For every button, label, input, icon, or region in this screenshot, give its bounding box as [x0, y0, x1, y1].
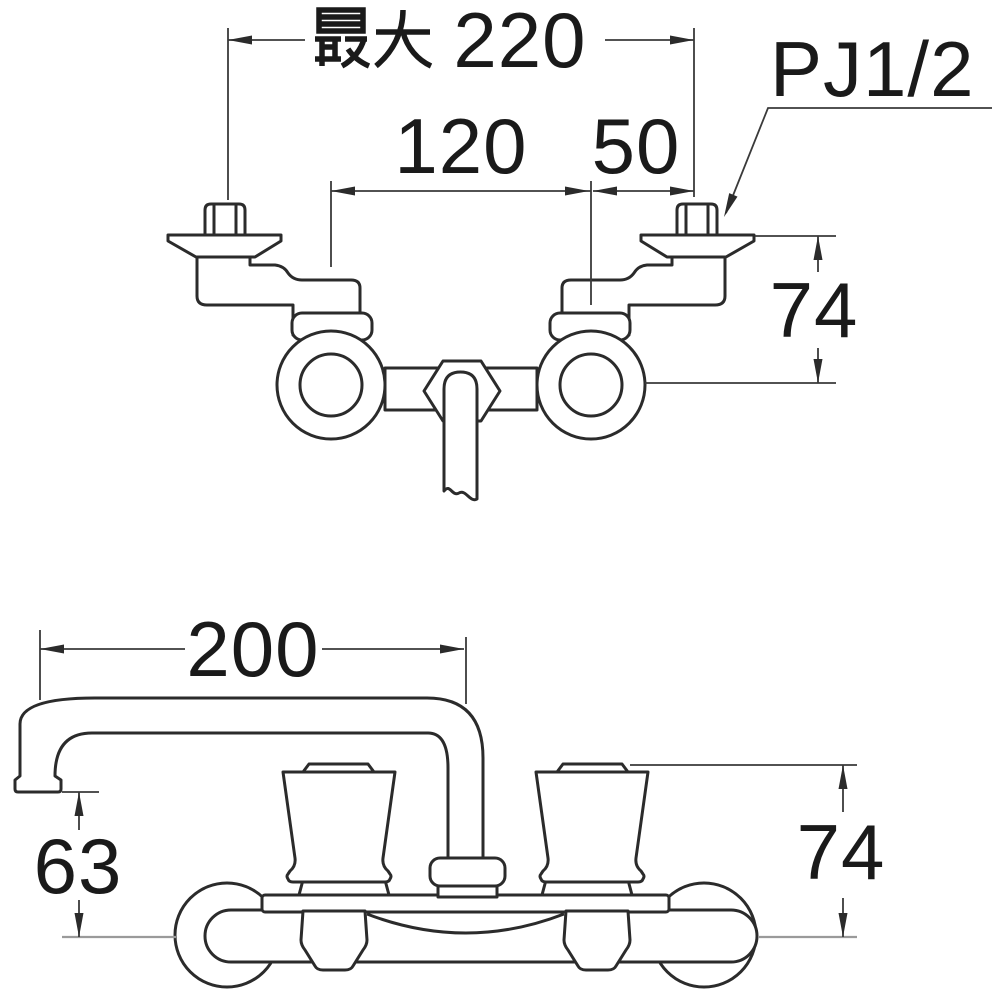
top-view-plan — [166, 202, 756, 502]
body-tube — [203, 908, 759, 964]
leader-pj12 — [725, 107, 992, 214]
spout-tube-top — [442, 370, 479, 502]
ext-lines-top — [227, 28, 695, 305]
right-valve-bore — [558, 352, 624, 418]
arrowhead — [838, 913, 848, 937]
wall-flange — [166, 233, 283, 259]
arrowhead — [813, 236, 823, 260]
handle — [281, 762, 397, 884]
spout-nut-front — [428, 856, 507, 888]
dim-74-bottom-value: 74 — [797, 808, 886, 896]
front-view — [13, 696, 759, 989]
arrowhead — [593, 186, 617, 196]
right-bonnet — [562, 909, 632, 972]
ticks-74-top — [645, 235, 836, 384]
handle-body — [281, 770, 397, 884]
dimensions-front-view: 200 63 74 — [34, 605, 886, 939]
arrowhead — [838, 765, 848, 789]
arrowhead — [724, 193, 738, 217]
dim-74-top-value: 74 — [770, 266, 859, 354]
arrowhead — [670, 35, 694, 45]
arrowhead — [331, 186, 355, 196]
arrowhead — [228, 35, 252, 45]
connector-nut — [203, 202, 247, 237]
nut-facets — [212, 205, 238, 235]
spout-front — [13, 696, 485, 862]
arrowhead — [74, 913, 84, 937]
kanji-saidai — [315, 7, 433, 69]
arrowhead — [565, 186, 589, 196]
dim-200-value: 200 — [186, 605, 319, 693]
left-bonnet — [299, 909, 369, 972]
ext-lines-200 — [39, 630, 467, 704]
dim-50-value: 50 — [592, 102, 681, 190]
handle-right — [534, 762, 650, 884]
casting-underside — [366, 912, 565, 935]
left-valve-bore — [298, 352, 364, 418]
dim-120-value: 120 — [394, 102, 527, 190]
arrowhead — [40, 644, 64, 654]
dim-max220-value: 220 — [453, 0, 586, 84]
arrowhead — [440, 644, 464, 654]
arrowhead — [670, 186, 694, 196]
wall-connector-right — [548, 202, 756, 342]
dimensions-top-view: 220 120 50 74 PJ1/2 — [227, 0, 992, 384]
arrowhead — [74, 792, 84, 816]
arrowhead — [813, 359, 823, 383]
thread-callout-label: PJ1/2 — [770, 25, 974, 113]
wall-connector — [166, 202, 374, 342]
dim-63-value: 63 — [34, 822, 123, 910]
